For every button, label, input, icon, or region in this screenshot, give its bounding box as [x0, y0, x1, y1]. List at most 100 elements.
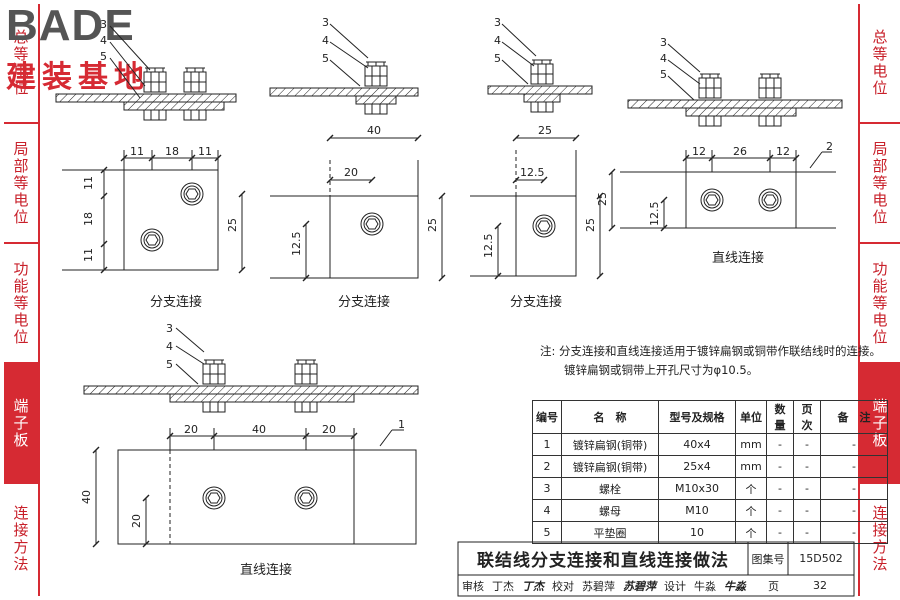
dim-label: 25	[538, 124, 552, 137]
cell: -	[820, 455, 888, 478]
dim-label: 12.5	[648, 202, 661, 227]
cell: -	[820, 521, 888, 544]
cell: -	[766, 433, 794, 456]
left-section-tabs: 总等电位 局部等电位 功能等电位 端子板 连接方法	[4, 4, 40, 596]
note-prefix: 注:	[540, 344, 556, 358]
callout-4: 4	[494, 34, 501, 47]
callout-5: 5	[322, 52, 329, 65]
left-tab-terminal-board[interactable]: 端子板	[4, 364, 38, 484]
review-signature: 丁杰	[522, 579, 544, 593]
cell: -	[793, 433, 821, 456]
dim-label: 12	[692, 145, 706, 158]
diagram-straight-2: 3 4 5 20 40 20 1 40 20 直线连接	[80, 322, 419, 578]
dim-label: 25	[596, 192, 609, 206]
col-header: 备 注	[820, 400, 888, 434]
dim-label: 18	[165, 145, 179, 158]
review-name: 丁杰	[492, 579, 514, 593]
dim-label: 40	[252, 423, 266, 436]
design-label: 设计	[664, 579, 686, 593]
col-header: 数量	[766, 400, 794, 434]
atlas-number: 15D502	[799, 552, 843, 565]
left-tab-label: 局部等电位	[11, 140, 30, 226]
dim-label: 12.5	[290, 232, 303, 257]
drawing-title: 联结线分支连接和直线连接做法	[477, 551, 729, 571]
review-label: 审核	[462, 579, 484, 593]
cell: 个	[735, 499, 767, 522]
design-name: 牛淼	[694, 579, 716, 593]
logo-subtitle: 建装基地	[6, 60, 150, 95]
callout-3: 3	[166, 322, 173, 335]
diagram-branch-2: 3 4 5 40 20 12.5 25 分支连接	[269, 16, 446, 310]
cell: mm	[735, 433, 767, 456]
caption-straight-2: 直线连接	[240, 562, 292, 578]
dim-label: 20	[344, 166, 358, 179]
cell: -	[766, 477, 794, 500]
check-name: 苏碧萍	[582, 579, 615, 593]
tab-label: 局部等电位	[870, 140, 889, 226]
cell: M10x30	[658, 477, 736, 500]
callout-4: 4	[100, 34, 107, 47]
callout-5: 5	[660, 68, 667, 81]
col-header: 页次	[793, 400, 821, 434]
left-tab-connection-method[interactable]: 连接方法	[4, 484, 38, 594]
cell: 1	[532, 433, 562, 456]
callout-4: 4	[166, 340, 173, 353]
page-number: 32	[813, 579, 827, 592]
left-tab-local-bonding[interactable]: 局部等电位	[4, 124, 38, 244]
check-label: 校对	[552, 579, 574, 593]
callout-3: 3	[494, 16, 501, 29]
tab-label: 总等电位	[870, 29, 889, 97]
dim-label: 12.5	[520, 166, 545, 179]
col-header: 名 称	[561, 400, 659, 434]
cell: 3	[532, 477, 562, 500]
cell: -	[793, 521, 821, 544]
dim-label: 11	[198, 145, 212, 158]
dim-label: 18	[82, 212, 95, 226]
left-tab-label: 端子板	[11, 397, 30, 449]
cell: mm	[735, 455, 767, 478]
cell: -	[820, 477, 888, 500]
dim-label: 25	[426, 218, 439, 232]
tab-functional-bonding[interactable]: 功能等电位	[860, 244, 900, 364]
tab-local-bonding[interactable]: 局部等电位	[860, 124, 900, 244]
brand-logo: BADE 建装基地	[6, 2, 181, 96]
left-tab-label: 总等电位	[11, 29, 30, 97]
left-tab-functional-bonding[interactable]: 功能等电位	[4, 244, 38, 364]
dim-label: 20	[130, 514, 143, 528]
dim-label: 25	[584, 218, 597, 232]
cell: -	[766, 455, 794, 478]
left-tab-main-bonding[interactable]: 总等电位	[4, 4, 38, 124]
dim-label: 20	[184, 423, 198, 436]
dim-label: 12	[776, 145, 790, 158]
tab-main-bonding[interactable]: 总等电位	[860, 4, 900, 124]
dim-label: 11	[82, 248, 95, 262]
cell: -	[793, 455, 821, 478]
callout-1: 1	[398, 418, 405, 431]
dim-label: 11	[130, 145, 144, 158]
note-line-1: 分支连接和直线连接适用于镀锌扁钢或铜带作联结线时的连接。	[559, 344, 882, 358]
cell: 螺栓	[561, 477, 659, 500]
cell: -	[766, 499, 794, 522]
cell: 平垫圈	[561, 521, 659, 544]
dim-label: 40	[80, 490, 93, 504]
tab-label: 功能等电位	[870, 260, 889, 346]
cell: 4	[532, 499, 562, 522]
dim-label: 26	[733, 145, 747, 158]
page-label: 页	[768, 579, 779, 593]
cell: M10	[658, 499, 736, 522]
cell: 镀锌扁钢(铜带)	[561, 433, 659, 456]
callout-5: 5	[494, 52, 501, 65]
col-header: 编号	[532, 400, 562, 434]
callout-4: 4	[660, 52, 667, 65]
caption-branch-1: 分支连接	[150, 294, 202, 310]
cell: 40x4	[658, 433, 736, 456]
callout-4: 4	[322, 34, 329, 47]
cell: 个	[735, 521, 767, 544]
